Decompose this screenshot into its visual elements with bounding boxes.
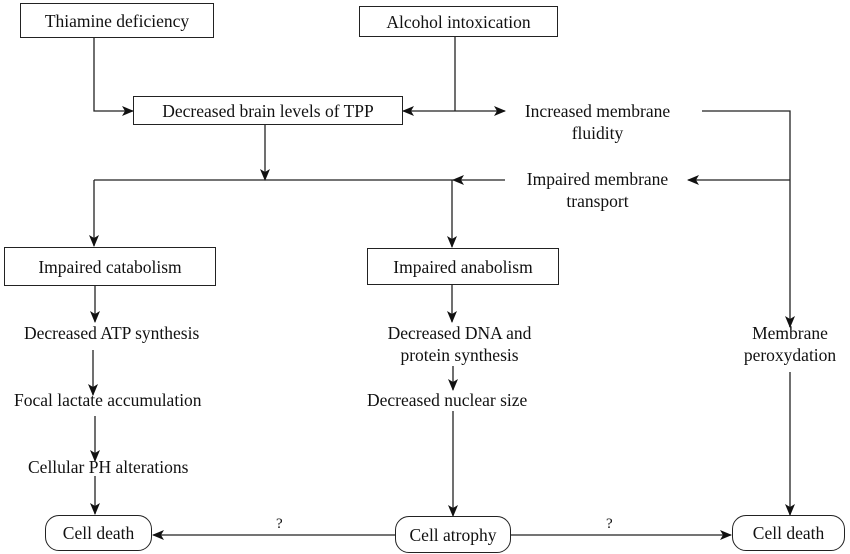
node-cell-death-right-label: Cell death <box>752 523 825 543</box>
node-thiamine-deficiency-label: Thiamine deficiency <box>44 10 190 31</box>
edge-label-question-right: ? <box>606 516 613 532</box>
node-peroxydation-line-1: Membrane <box>752 323 828 343</box>
node-decreased-atp: Decreased ATP synthesis <box>24 323 200 343</box>
node-impaired-catabolism: Impaired catabolism <box>4 247 216 286</box>
node-alcohol-intoxication: Alcohol intoxication <box>359 6 558 37</box>
node-peroxydation-line-2: peroxydation <box>743 345 837 365</box>
node-impaired-anabolism-label: Impaired anabolism <box>393 256 533 277</box>
node-cell-death-left-label: Cell death <box>62 523 135 543</box>
node-thiamine-deficiency: Thiamine deficiency <box>20 3 214 38</box>
node-impaired-membrane-transport: Impaired membrane transport <box>505 168 690 212</box>
node-cell-death-left: Cell death <box>45 515 152 551</box>
node-decreased-tpp: Decreased brain levels of TPP <box>133 96 403 125</box>
node-decreased-tpp-label: Decreased brain levels of TPP <box>162 100 374 121</box>
node-decreased-dna: Decreased DNA and protein synthesis <box>362 322 557 366</box>
node-impaired-catabolism-label: Impaired catabolism <box>38 256 182 277</box>
node-transport-line-2: transport <box>566 191 629 211</box>
node-fluidity-line-1: Increased membrane <box>524 101 671 121</box>
node-impaired-anabolism: Impaired anabolism <box>367 248 559 285</box>
node-transport-line-1: Impaired membrane <box>526 169 669 189</box>
node-decreased-nuclear: Decreased nuclear size <box>367 390 528 410</box>
node-fluidity-line-2: fluidity <box>571 123 624 143</box>
node-membrane-peroxydation: Membrane peroxydation <box>725 322 850 366</box>
node-dna-line-2: protein synthesis <box>400 345 519 365</box>
edge-thiamine-to-tpp <box>93 37 134 116</box>
edge-label-question-left: ? <box>276 516 283 532</box>
node-cell-atrophy-label: Cell atrophy <box>409 524 497 545</box>
node-cellular-ph: Cellular PH alterations <box>28 457 189 477</box>
node-alcohol-intoxication-label: Alcohol intoxication <box>386 11 531 32</box>
node-increased-membrane-fluidity: Increased membrane fluidity <box>505 100 690 144</box>
node-dna-line-1: Decreased DNA and <box>387 323 532 343</box>
node-cell-death-right: Cell death <box>732 515 845 551</box>
edge-fluidity-right <box>702 110 795 328</box>
node-cell-atrophy: Cell atrophy <box>395 516 511 553</box>
node-focal-lactate: Focal lactate accumulation <box>14 390 202 410</box>
